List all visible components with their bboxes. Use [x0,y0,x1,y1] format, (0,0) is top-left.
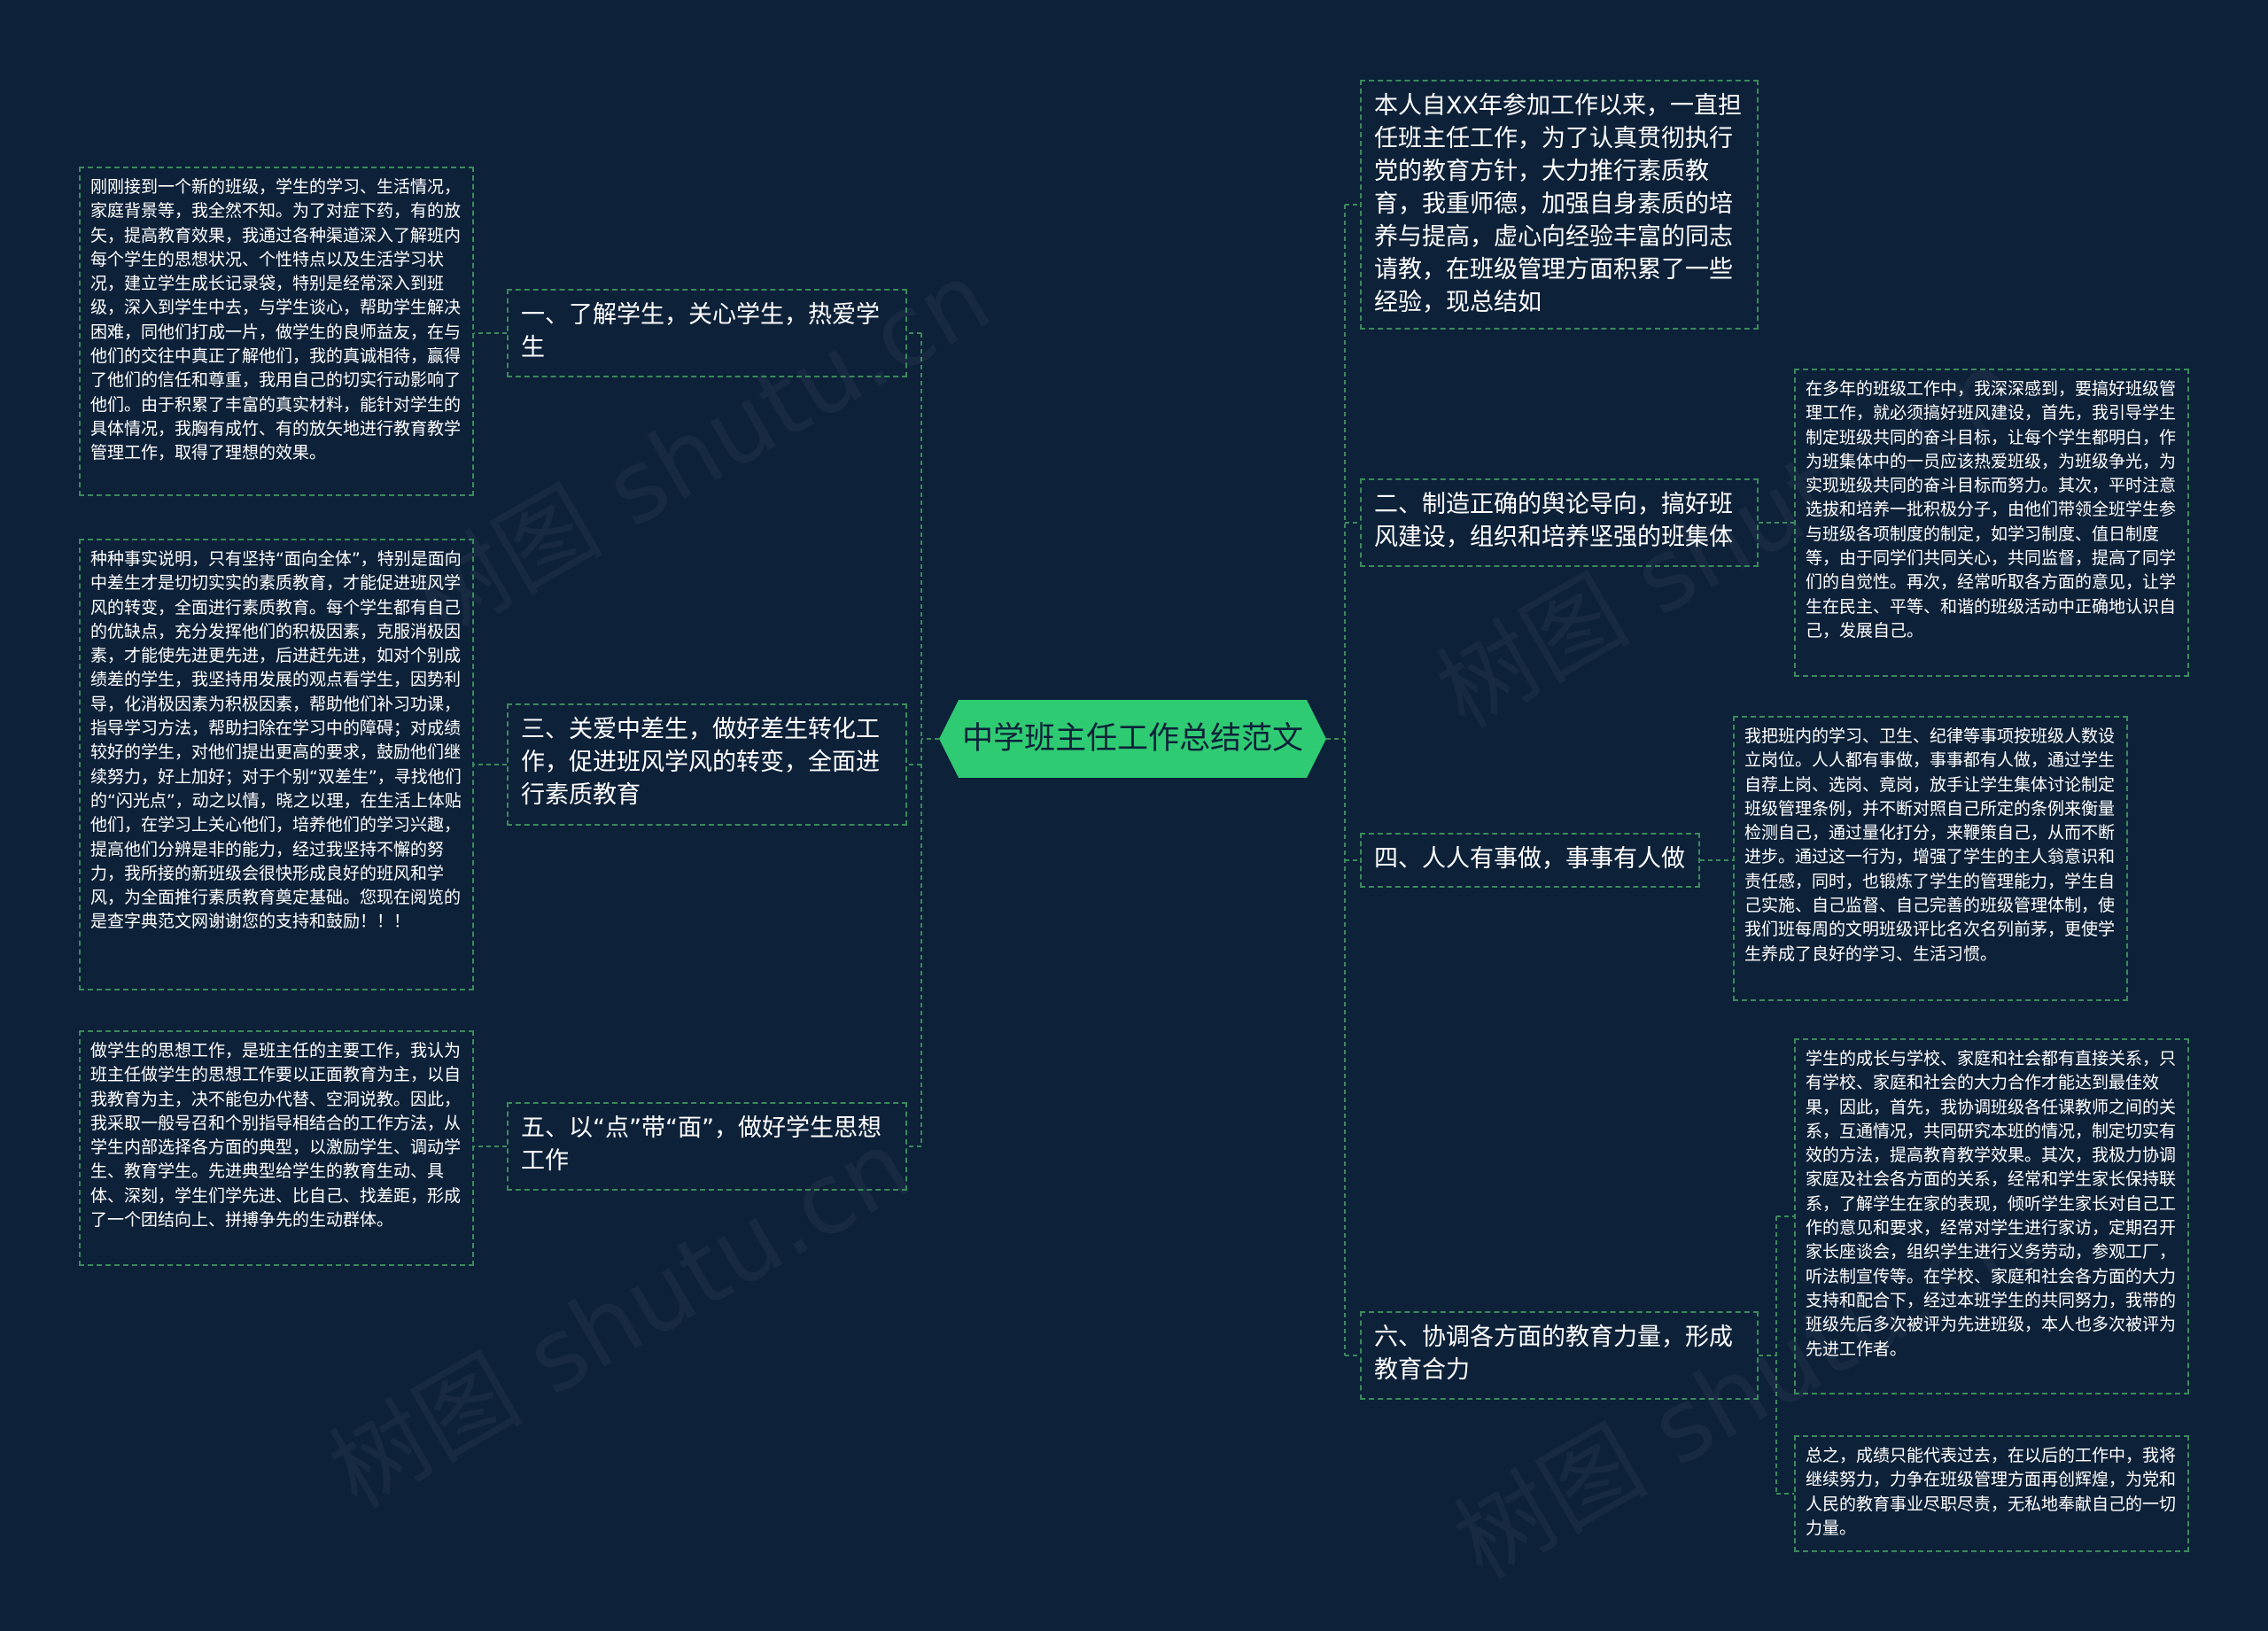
root-topic[interactable]: 中学班主任工作总结范文 [939,700,1326,778]
branch-everyone-has-task[interactable]: 四、人人有事做，事事有人做 [1360,833,1700,888]
connector-leaf-6 [1759,1215,1794,1495]
branch-care-weak-students[interactable]: 三、关爱中差生，做好差生转化工作，促进班风学风的转变，全面进行素质教育 [507,703,907,826]
branch-intro[interactable]: 本人自XX年参加工作以来，一直担任班主任工作，为了认真贯彻执行党的教育方针，大力… [1360,80,1759,330]
branch-class-spirit[interactable]: 二、制造正确的舆论导向，搞好班风建设，组织和培养坚强的班集体 [1360,478,1759,567]
leaf-everyone-has-task: 我把班内的学习、卫生、纪律等事项按班级人数设立岗位。人人都有事做，事事都有人做，… [1733,716,2128,1001]
branch-understand-students[interactable]: 一、了解学生，关心学生，热爱学生 [507,289,907,377]
leaf-coordination-detail: 学生的成长与学校、家庭和社会都有直接关系，只有学校、家庭和社会的大力合作才能达到… [1794,1038,2189,1394]
leaf-understand-students: 刚刚接到一个新的班级，学生的学习、生活情况，家庭背景等，我全然不知。为了对症下药… [79,167,474,496]
leaf-care-weak-students: 种种事实说明，只有坚持“面向全体”，特别是面向中差生才是切切实实的素质教育，才能… [79,539,474,990]
leaf-class-spirit: 在多年的班级工作中，我深深感到，要搞好班级管理工作，就必须搞好班风建设，首先，我… [1794,369,2189,677]
leaf-conclusion: 总之，成绩只能代表过去，在以后的工作中，我将继续努力，力争在班级管理方面再创辉煌… [1794,1435,2189,1552]
branch-coordinate-forces[interactable]: 六、协调各方面的教育力量，形成教育合力 [1360,1311,1759,1400]
branch-thought-work[interactable]: 五、以“点”带“面”，做好学生思想工作 [507,1102,907,1191]
leaf-thought-work: 做学生的思想工作，是班主任的主要工作，我认为班主任做学生的思想工作要以正面教育为… [79,1030,474,1266]
